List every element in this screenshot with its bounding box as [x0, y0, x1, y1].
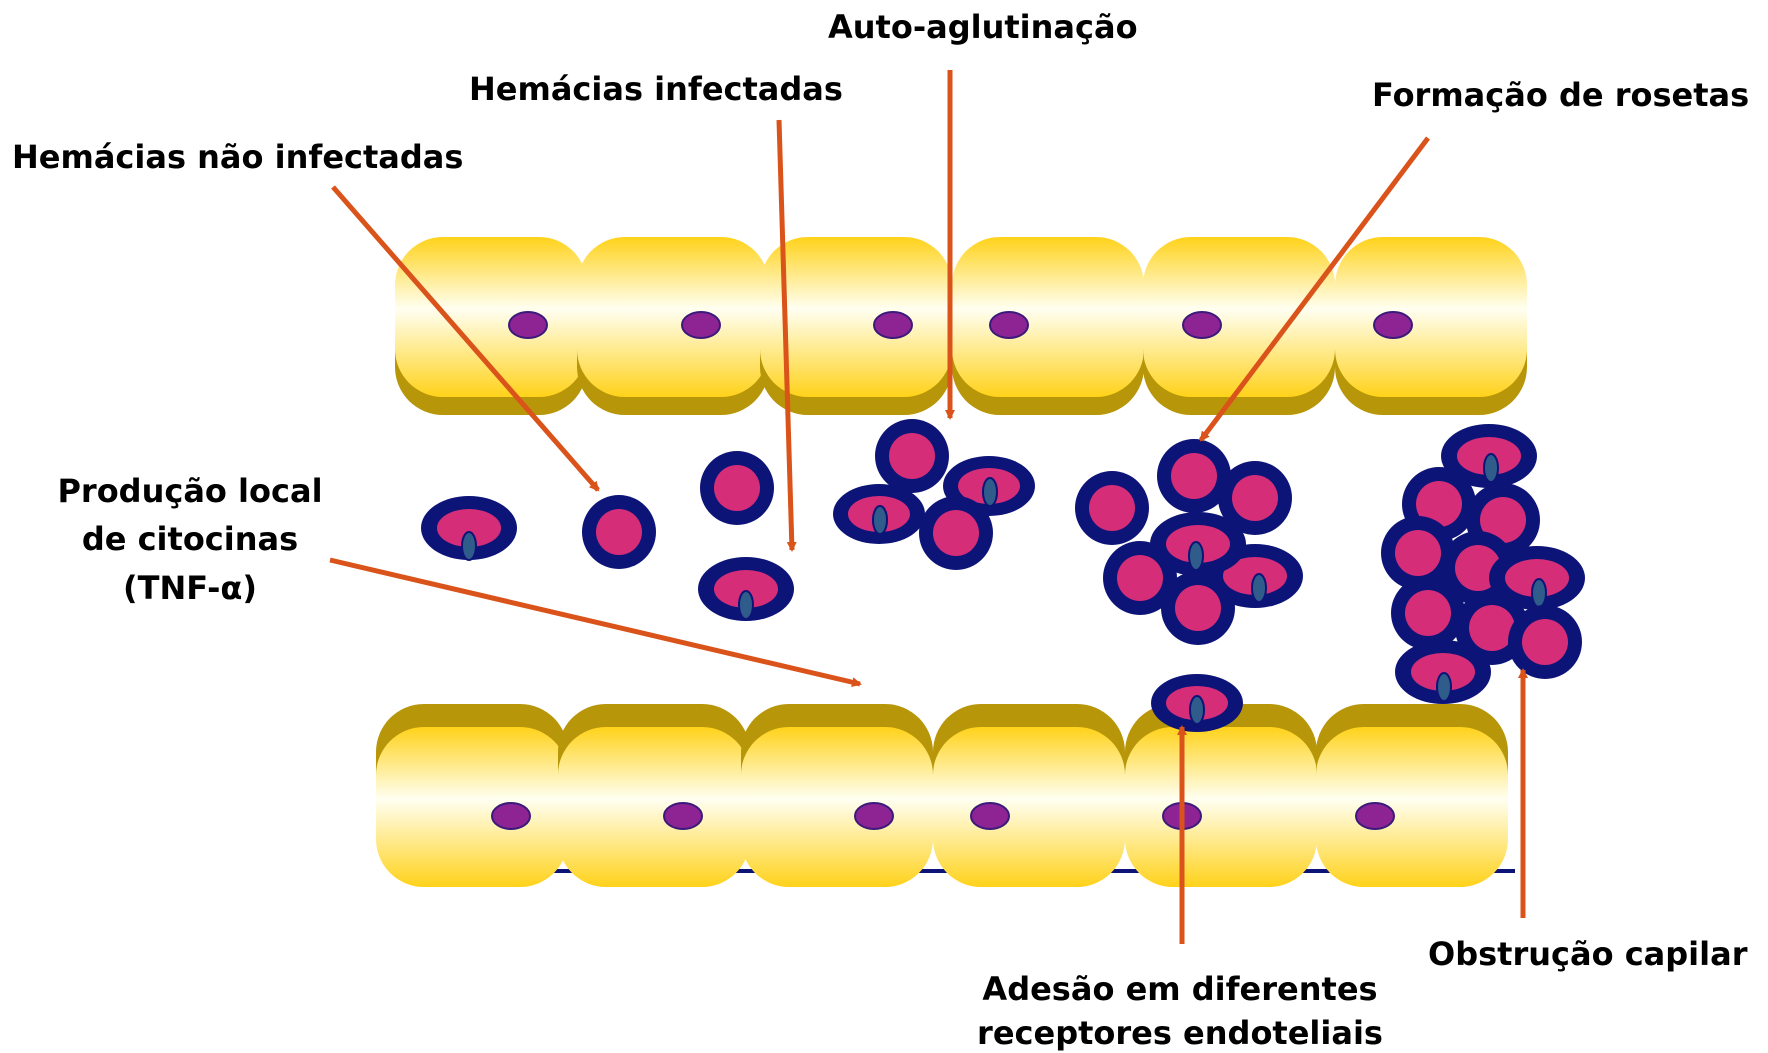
label-hemacias-infectadas: Hemácias infectadas	[469, 70, 843, 108]
endothelial-cell	[376, 704, 568, 887]
red-blood-cells	[421, 419, 1585, 732]
infected-rbc	[698, 557, 794, 621]
parasite	[462, 532, 476, 560]
cell-nucleus	[1374, 312, 1412, 338]
rosette-cluster	[1075, 439, 1303, 645]
endothelial-cell	[558, 704, 750, 887]
cell-nucleus	[990, 312, 1028, 338]
label-producao-line3: (TNF-α)	[40, 569, 340, 607]
endothelial-cell	[1335, 237, 1527, 415]
parasite	[983, 478, 997, 506]
label-producao-line2: de citocinas	[40, 520, 340, 558]
endothelial-cell	[395, 237, 587, 415]
parasite	[1484, 454, 1498, 482]
cell-nucleus	[1183, 312, 1221, 338]
parasite	[1252, 574, 1266, 602]
cell-nucleus	[971, 803, 1009, 829]
endothelial-cell	[1125, 704, 1317, 887]
label-adesao-line2: receptores endoteliais	[960, 1014, 1400, 1052]
cell-nucleus	[855, 803, 893, 829]
adhered-infected-rbc	[1151, 674, 1243, 732]
parasite	[1190, 696, 1204, 724]
top-endothelial-row	[395, 237, 1527, 415]
parasite	[873, 506, 887, 534]
label-auto-aglutinacao: Auto-aglutinação	[828, 8, 1138, 46]
bottom-endothelial-row	[376, 704, 1508, 887]
cell-nucleus	[1356, 803, 1394, 829]
cell-nucleus	[682, 312, 720, 338]
label-producao-citocinas: Produção local de citocinas (TNF-α)	[40, 472, 340, 607]
label-obstrucao-capilar: Obstrução capilar	[1428, 935, 1747, 973]
endothelial-cell	[933, 704, 1125, 887]
label-hemacias-nao-infectadas: Hemácias não infectadas	[12, 138, 463, 176]
uninfected-rbc	[582, 495, 656, 569]
parasite	[739, 591, 753, 619]
cell-nucleus	[509, 312, 547, 338]
label-adesao: Adesão em diferentes receptores endoteli…	[960, 970, 1400, 1053]
parasite	[1437, 673, 1451, 701]
cell-nucleus	[492, 803, 530, 829]
agglutination-cluster	[833, 419, 1035, 570]
cell-nucleus	[874, 312, 912, 338]
label-producao-line1: Produção local	[40, 472, 340, 510]
infected-rbc	[421, 496, 517, 560]
endothelial-cell	[952, 237, 1144, 415]
parasite	[1189, 542, 1203, 570]
obstruction-cluster	[1381, 424, 1585, 704]
endothelial-cell	[1316, 704, 1508, 887]
endothelial-cell	[741, 704, 933, 887]
uninfected-rbc	[700, 451, 774, 525]
parasite	[1532, 579, 1546, 607]
label-adesao-line1: Adesão em diferentes	[960, 970, 1400, 1008]
label-formacao-rosetas: Formação de rosetas	[1372, 76, 1749, 114]
endothelial-cell	[577, 237, 769, 415]
cell-nucleus	[664, 803, 702, 829]
